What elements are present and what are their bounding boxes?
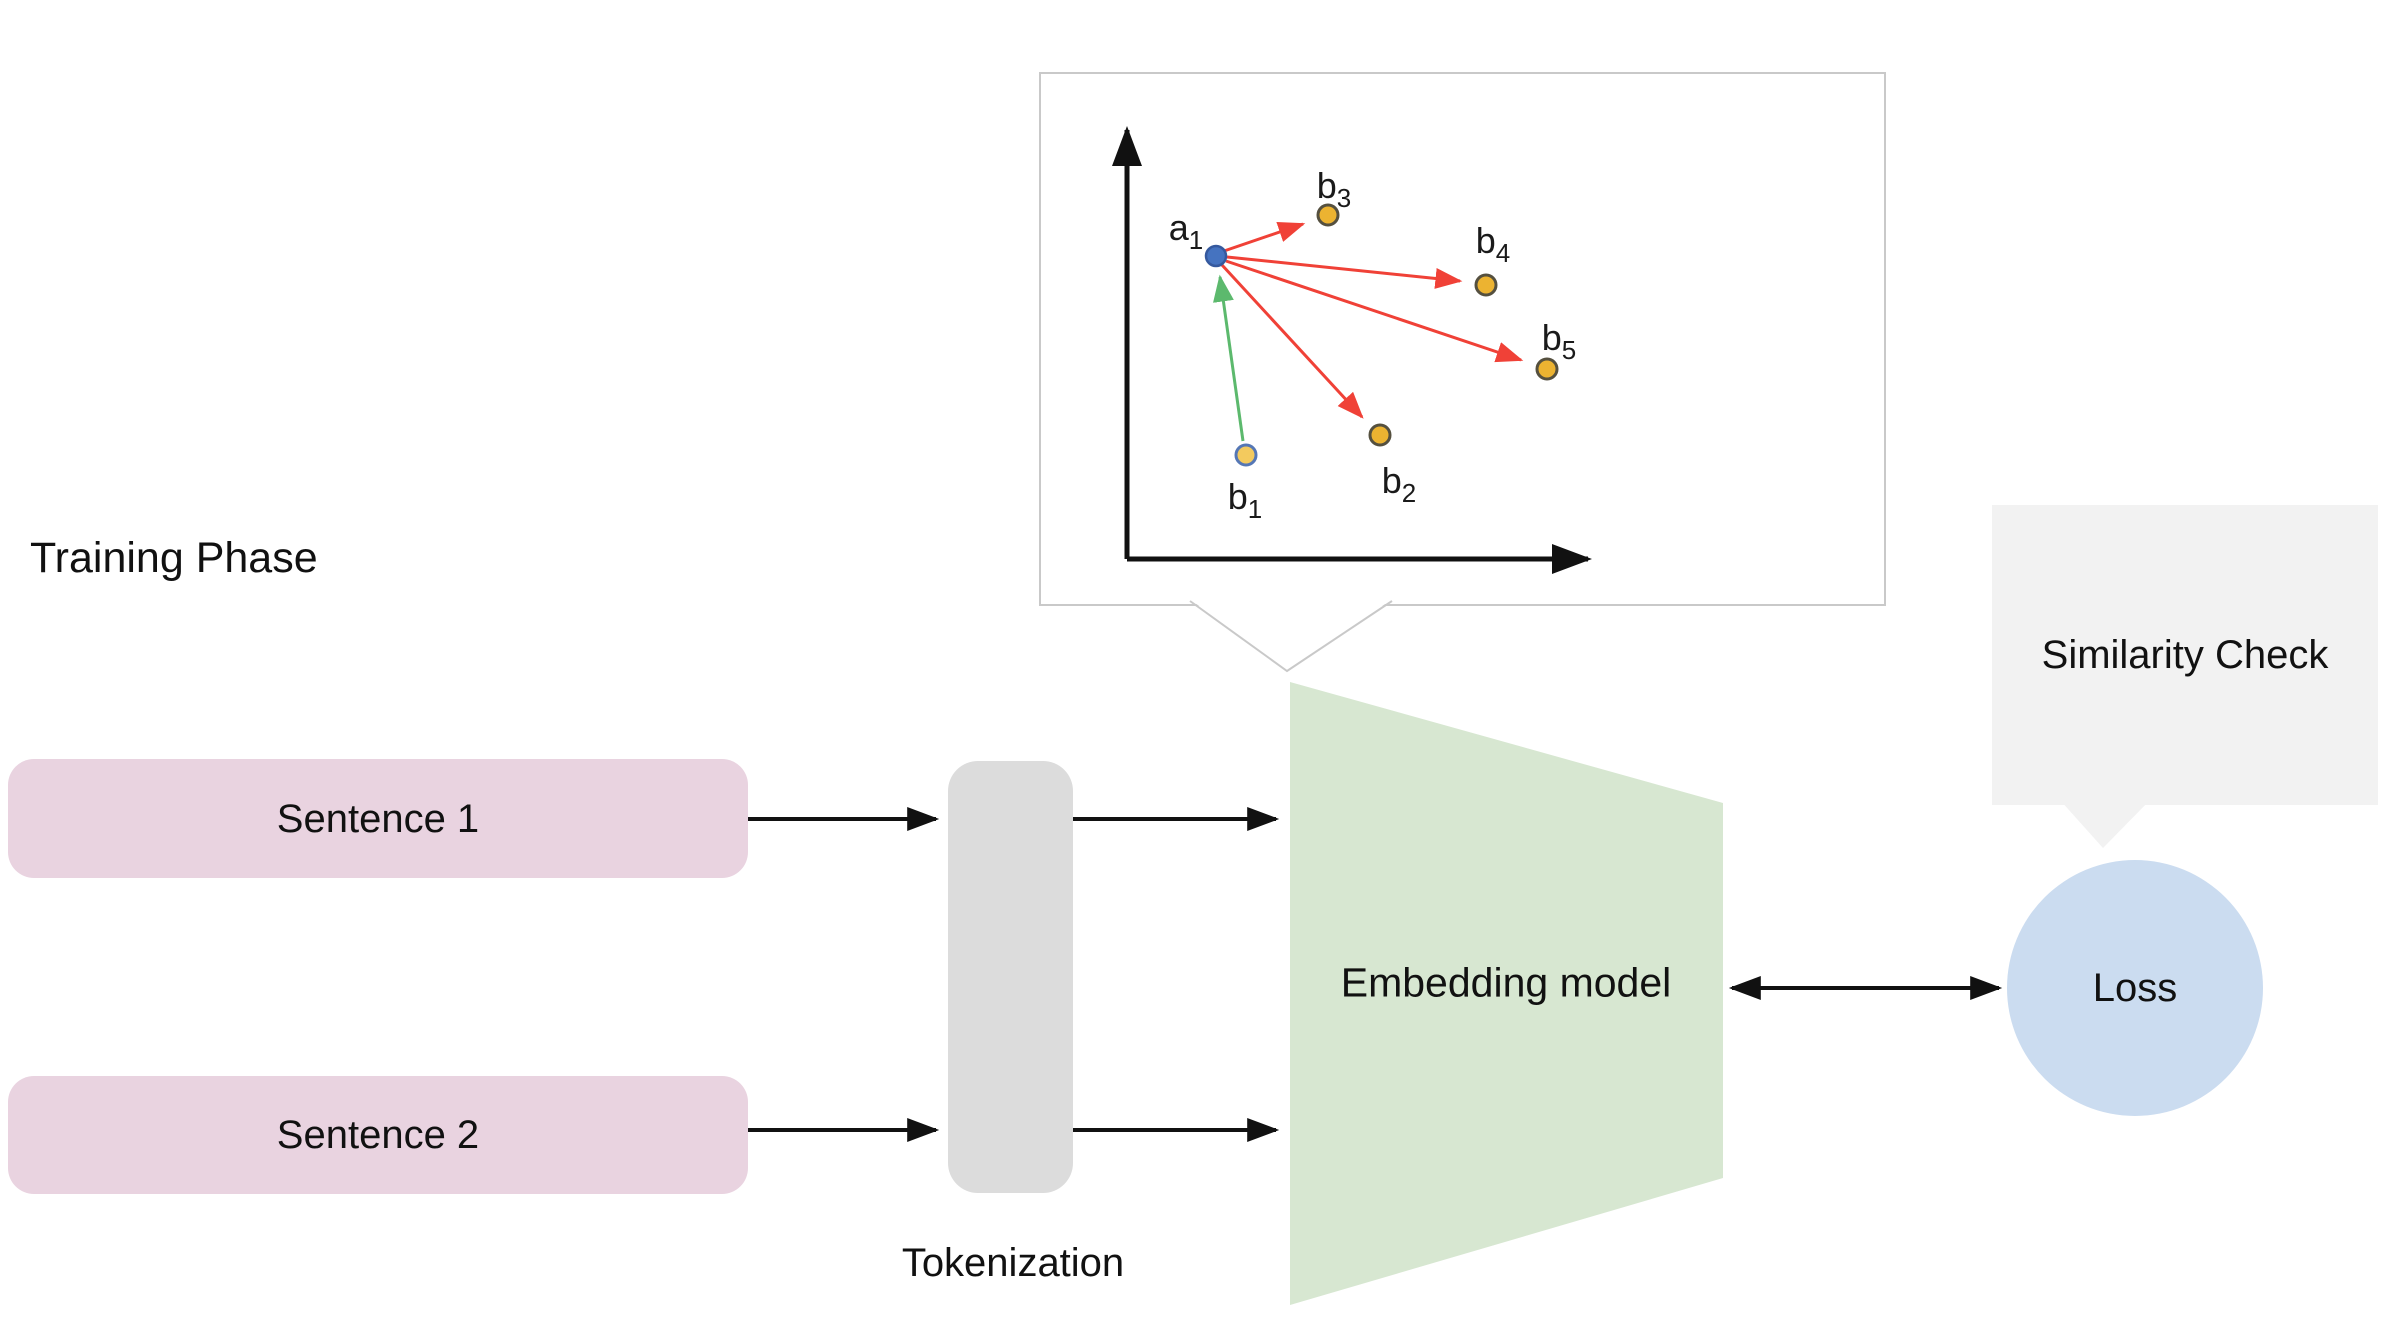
sentence-2-label: Sentence 2	[276, 1113, 480, 1157]
label-a1: a1	[1168, 207, 1204, 255]
label-b4: b4	[1475, 220, 1511, 268]
page-title: Training Phase	[30, 534, 318, 582]
tokenization-box	[948, 761, 1073, 1193]
sentence-1-box: Sentence 1	[8, 759, 748, 878]
embedding-model-label: Embedding model	[1340, 959, 1672, 1006]
inset-plot-tail-fill	[1191, 600, 1391, 671]
similarity-check-bubble: Similarity Check	[1992, 505, 2378, 805]
arrow-a1-b2	[1225, 259, 1524, 363]
point-b1	[1234, 443, 1258, 467]
point-a1	[1204, 244, 1228, 268]
point-b2	[1368, 423, 1392, 447]
arrow-a1-b4	[1226, 255, 1463, 289]
label-b3: b3	[1316, 165, 1352, 213]
tokenization-label: Tokenization	[901, 1241, 1125, 1285]
label-b2: b2	[1381, 460, 1417, 508]
embedding-model-trapezoid	[1290, 682, 1723, 1305]
arrow-a1-b5	[1220, 263, 1364, 419]
similarity-check-label: Similarity Check	[2041, 633, 2329, 677]
label-b5: b5	[1541, 317, 1577, 365]
point-b4	[1474, 273, 1498, 297]
similarity-bubble-tail	[2060, 800, 2150, 848]
arrow-a1-b3	[1223, 222, 1306, 253]
sentence-2-box: Sentence 2	[8, 1076, 748, 1194]
inset-plot-callout	[1039, 72, 1886, 673]
label-b1: b1	[1227, 476, 1263, 524]
point-b3	[1316, 203, 1340, 227]
point-b5	[1535, 357, 1559, 381]
inset-plot-tail-outline	[1189, 600, 1393, 673]
arrow-b1-a1	[1213, 274, 1245, 442]
sentence-1-label: Sentence 1	[276, 796, 480, 841]
loss-circle: Loss	[2007, 860, 2263, 1116]
loss-label: Loss	[2092, 966, 2178, 1010]
